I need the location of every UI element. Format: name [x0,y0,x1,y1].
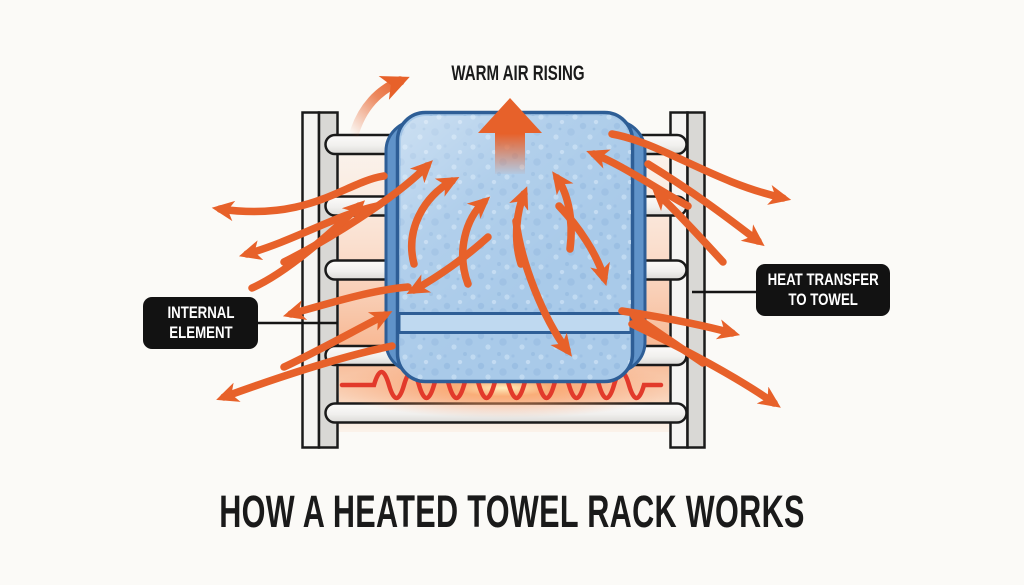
callout-line: TO TOWEL [788,290,858,309]
airflow-arrow [512,217,573,357]
airflow-arrow [408,177,460,268]
diagram-title: HOW A HEATED TOWEL RACK WORKS [219,486,805,537]
airflow-arrow [628,320,781,408]
airflow-arrow [651,188,727,266]
airflow-arrow [555,202,610,287]
internal-element-callout-text: INTERNAL ELEMENT [167,303,234,343]
heat-transfer-callout-text: HEAT TRANSFER TO TOWEL [768,270,879,310]
warm-air-rising-label: WARM AIR RISING [451,61,585,85]
airflow-arrow [644,160,765,247]
warm-air-rising-arrow [478,98,542,174]
airflow-arrow [282,283,412,321]
airflow-arrows [211,130,792,408]
towel-border-band [397,312,633,334]
heat-transfer-callout: HEAT TRANSFER TO TOWEL [756,264,890,316]
airflow-arrow [406,233,492,294]
heating-element-coil [339,369,664,401]
airflow-arrow [216,342,396,402]
internal-element-callout: INTERNAL ELEMENT [143,297,258,349]
curved-rising-arrow [349,76,410,139]
callout-line: INTERNAL [166,302,235,322]
callout-line: HEAT TRANSFER [767,269,879,289]
airflow-arrow [586,149,692,210]
airflow-arrow [280,311,393,371]
airflow-arrow [627,311,707,367]
airflow-arrow [608,130,792,205]
airflow-arrow [248,200,366,292]
callout-connectors [256,290,760,325]
airflow-arrow [211,172,388,222]
airflow-arrow [459,196,491,288]
left-front-post [301,111,321,449]
airflow-arrow [552,171,575,253]
callout-line: ELEMENT [168,323,233,342]
